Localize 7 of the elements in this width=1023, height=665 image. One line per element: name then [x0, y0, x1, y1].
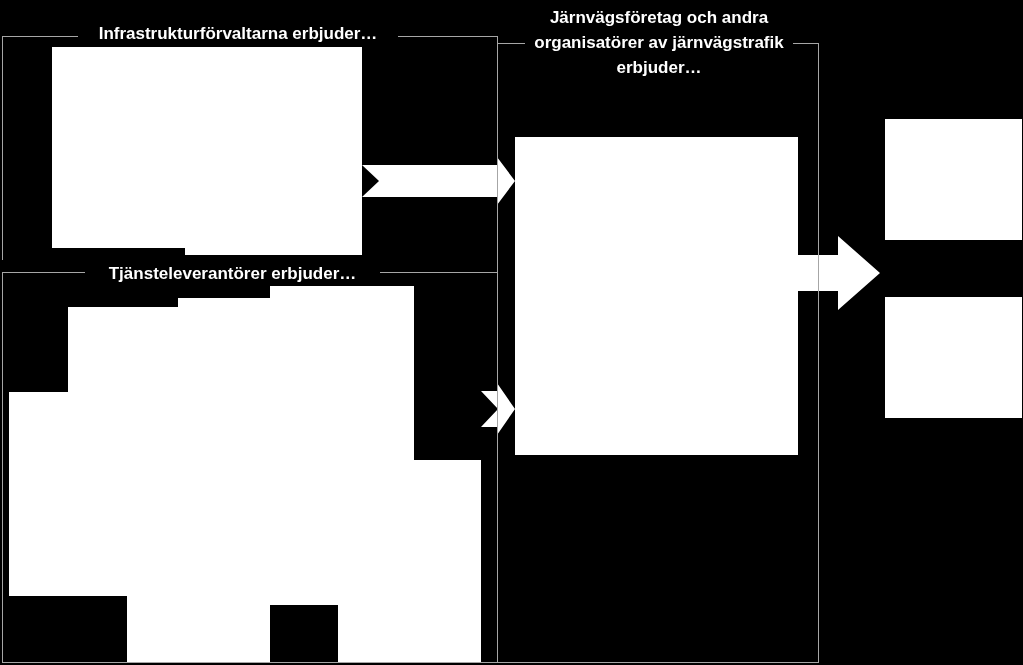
image-block	[885, 119, 1022, 240]
image-block	[52, 47, 362, 255]
block-arrow	[362, 157, 515, 205]
image-block	[515, 137, 798, 455]
block-arrow	[481, 383, 515, 435]
image-block	[885, 297, 1022, 418]
block-arrow	[798, 236, 880, 310]
